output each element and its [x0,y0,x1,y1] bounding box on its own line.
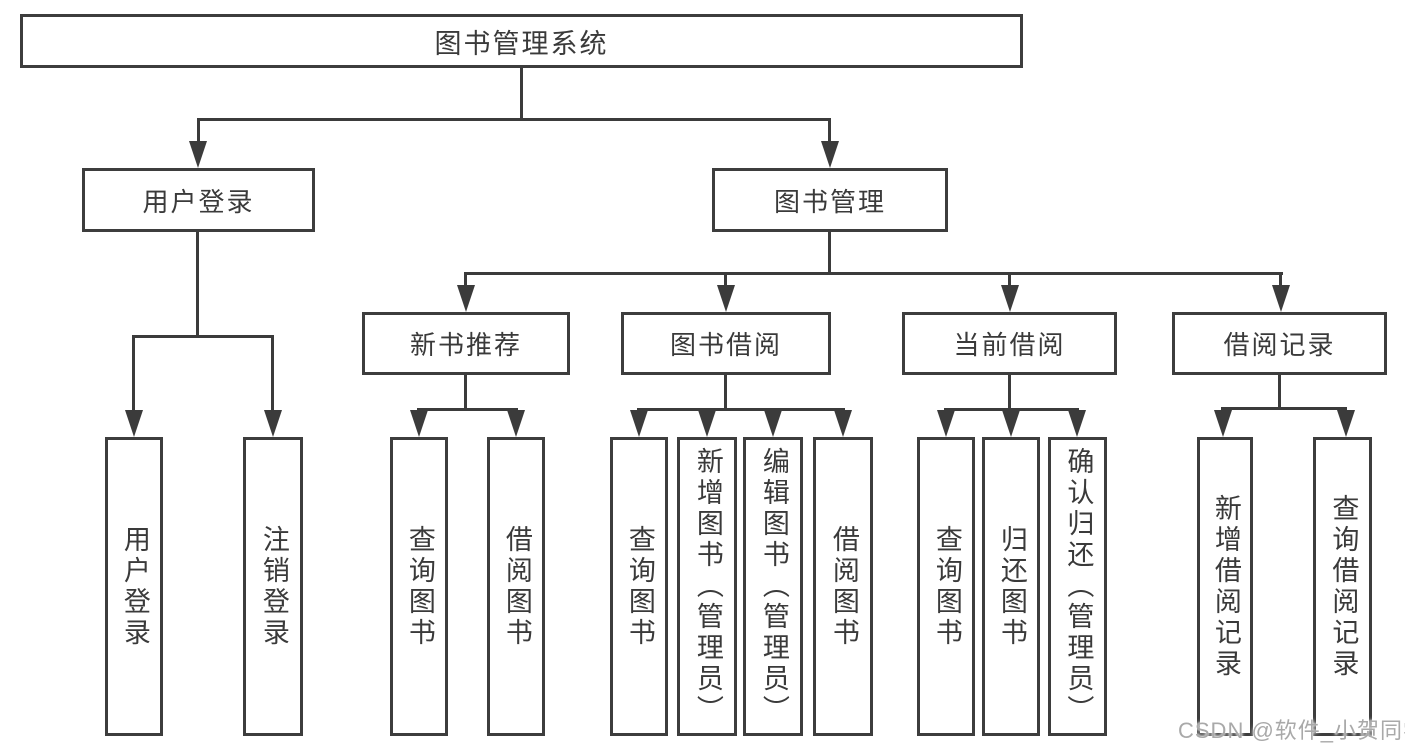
leaf-query-borrow-record: 查询借阅记录 [1313,437,1372,736]
node-label: 图书管理系统 [434,28,609,59]
leaf-edit-books-admin: 编辑图书（管理员） [743,437,803,736]
connector-bookborrow-bar [637,408,845,411]
connector-drop [724,272,727,289]
leaf-query-books-recommend: 查询图书 [390,437,448,736]
node-label: 图书借阅 [669,330,782,360]
csdn-watermark: CSDN @软件_小贺同学 [1178,718,1405,743]
node-label: 借阅记录 [1223,330,1336,360]
arrowhead-down-icon [264,410,282,437]
leaf-label: 新增借阅记录 [1210,493,1241,680]
leaf-label: 查询图书 [931,524,962,649]
node-library-system: 图书管理系统 [20,14,1023,68]
arrowhead-down-icon [1002,410,1020,437]
arrowhead-down-icon [630,410,648,437]
arrowhead-down-icon [698,410,716,437]
arrowhead-down-icon [125,410,143,437]
leaf-label: 借阅图书 [828,524,859,649]
node-book-borrow: 图书借阅 [621,312,831,375]
arrowhead-down-icon [717,285,735,312]
leaf-borrow-books-recommend: 借阅图书 [487,437,545,736]
leaf-label: 用户登录 [119,524,150,649]
connector-drop [828,118,831,145]
connector-bookborrow-stub [724,375,727,408]
node-borrow-records: 借阅记录 [1172,312,1387,375]
connector-bookmgmt-bar [464,272,1283,275]
leaf-label: 新增图书（管理员） [692,447,723,726]
node-book-management: 图书管理 [712,168,948,232]
arrowhead-down-icon [1001,285,1019,312]
connector-drop [132,335,135,414]
connector-records-bar [1221,407,1347,410]
connector-newbook-stub [464,375,467,408]
node-label: 图书管理 [773,186,886,217]
leaf-label: 查询图书 [624,524,655,649]
connector-root-bar [197,118,831,121]
connector-root-stub [520,68,523,118]
connector-drop [464,272,467,289]
arrowhead-down-icon [507,410,525,437]
leaf-logout: 注销登录 [243,437,303,736]
arrowhead-down-icon [1068,410,1086,437]
leaf-label: 注销登录 [258,524,289,649]
leaf-add-borrow-record: 新增借阅记录 [1197,437,1253,736]
node-label: 新书推荐 [409,330,522,360]
arrowhead-down-icon [410,410,428,437]
arrowhead-down-icon [937,410,955,437]
connector-drop [1008,272,1011,289]
connector-newbook-bar [417,408,518,411]
leaf-query-books-borrow: 查询图书 [610,437,668,736]
leaf-label: 查询图书 [404,524,435,649]
connector-userlogin-stub [196,232,199,335]
leaf-label: 编辑图书（管理员） [758,447,789,726]
connector-userlogin-bar [133,335,274,338]
arrowhead-down-icon [821,141,839,168]
arrowhead-down-icon [457,285,475,312]
arrowhead-down-icon [834,410,852,437]
connector-drop [197,118,200,145]
node-new-book-recommend: 新书推荐 [362,312,570,375]
leaf-label: 归还图书 [996,524,1027,649]
leaf-user-login: 用户登录 [105,437,163,736]
leaf-label: 确认归还（管理员） [1063,447,1094,726]
arrowhead-down-icon [1337,410,1355,437]
arrowhead-down-icon [1214,410,1232,437]
arrowhead-down-icon [764,410,782,437]
leaf-borrow-books: 借阅图书 [813,437,873,736]
node-label: 用户登录 [142,186,255,217]
node-current-borrow: 当前借阅 [902,312,1117,375]
arrowhead-down-icon [189,141,207,168]
connector-bookmgmt-stub [828,232,831,272]
connector-records-stub [1278,375,1281,407]
leaf-query-books-current: 查询图书 [917,437,975,736]
connector-drop [271,335,274,414]
connector-drop [1279,272,1282,289]
node-label: 当前借阅 [953,330,1066,360]
leaf-add-books-admin: 新增图书（管理员） [677,437,737,736]
leaf-label: 查询借阅记录 [1328,493,1359,680]
leaf-confirm-return-admin: 确认归还（管理员） [1048,437,1107,736]
leaf-return-books: 归还图书 [982,437,1040,736]
arrowhead-down-icon [1272,285,1290,312]
connector-currentborrow-stub [1008,375,1011,408]
leaf-label: 借阅图书 [501,524,532,649]
node-user-login: 用户登录 [82,168,315,232]
